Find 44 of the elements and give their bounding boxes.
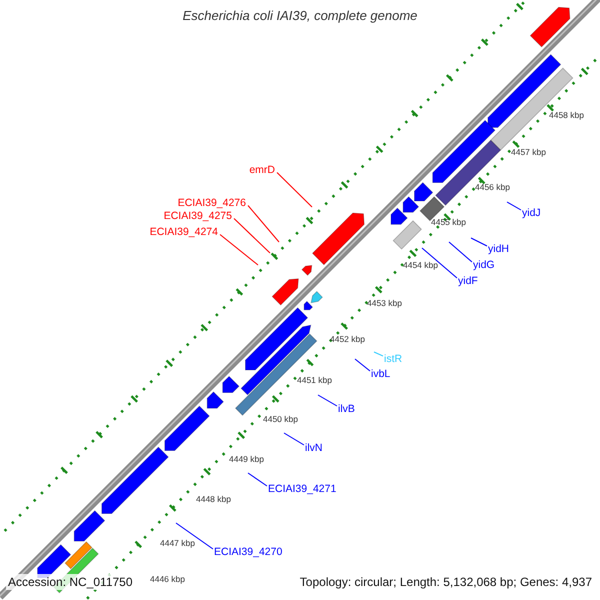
leader-line xyxy=(248,472,268,486)
leader-line xyxy=(448,242,472,262)
position-label: 4458 kbp xyxy=(549,110,584,121)
position-label: 4453 kbp xyxy=(367,298,402,309)
leader-line xyxy=(284,432,304,446)
position-label: 4455 kbp xyxy=(431,217,466,228)
position-label: 4456 kbp xyxy=(475,182,510,193)
position-label: 4457 kbp xyxy=(511,147,546,158)
leader-line xyxy=(422,248,458,278)
leader-line xyxy=(248,205,280,242)
genome-info: Accession: NC_011750 xyxy=(6,574,135,590)
gene-label: yidF xyxy=(458,275,478,288)
position-label: 4450 kbp xyxy=(263,414,298,425)
gene-label: ivbL xyxy=(371,368,390,381)
position-label: 4447 kbp xyxy=(160,538,195,549)
position-label: 4448 kbp xyxy=(196,494,231,505)
position-label: 4454 kbp xyxy=(403,260,438,271)
position-label: 4451 kbp xyxy=(297,375,332,386)
leader-line xyxy=(354,358,370,372)
position-label: 4452 kbp xyxy=(330,334,365,345)
leader-line xyxy=(176,522,214,550)
leader-line xyxy=(276,172,312,208)
gene-label: ECIAI39_4271 xyxy=(268,483,336,496)
gene-label: ECIAI39_4274 xyxy=(150,226,218,239)
leader-line xyxy=(506,202,522,210)
gene-label: emrD xyxy=(249,164,275,177)
leader-line xyxy=(318,394,338,406)
position-label: 4449 kbp xyxy=(229,454,264,465)
leader-line xyxy=(374,352,384,356)
leader-line xyxy=(470,238,488,246)
position-label: 4446 kbp xyxy=(150,574,185,585)
gene-label: yidH xyxy=(488,243,510,256)
leader-line xyxy=(234,218,270,254)
leader-line xyxy=(220,234,258,266)
gene-label: ECIAI39_4275 xyxy=(164,210,232,223)
gene-label: ilvB xyxy=(338,403,355,416)
gene-label: ECIAI39_4276 xyxy=(178,197,246,210)
gene-label: yidJ xyxy=(522,207,541,220)
gene-label: ilvN xyxy=(305,442,322,455)
genome-info: Topology: circular; Length: 5,132,068 bp; Genes: 4,937 xyxy=(298,574,594,590)
gene-label: istR xyxy=(384,353,402,366)
gene-label: yidG xyxy=(473,259,495,272)
gene-label: ECIAI39_4270 xyxy=(214,546,282,559)
title: Escherichia coli IAI39, complete genome xyxy=(182,8,418,24)
